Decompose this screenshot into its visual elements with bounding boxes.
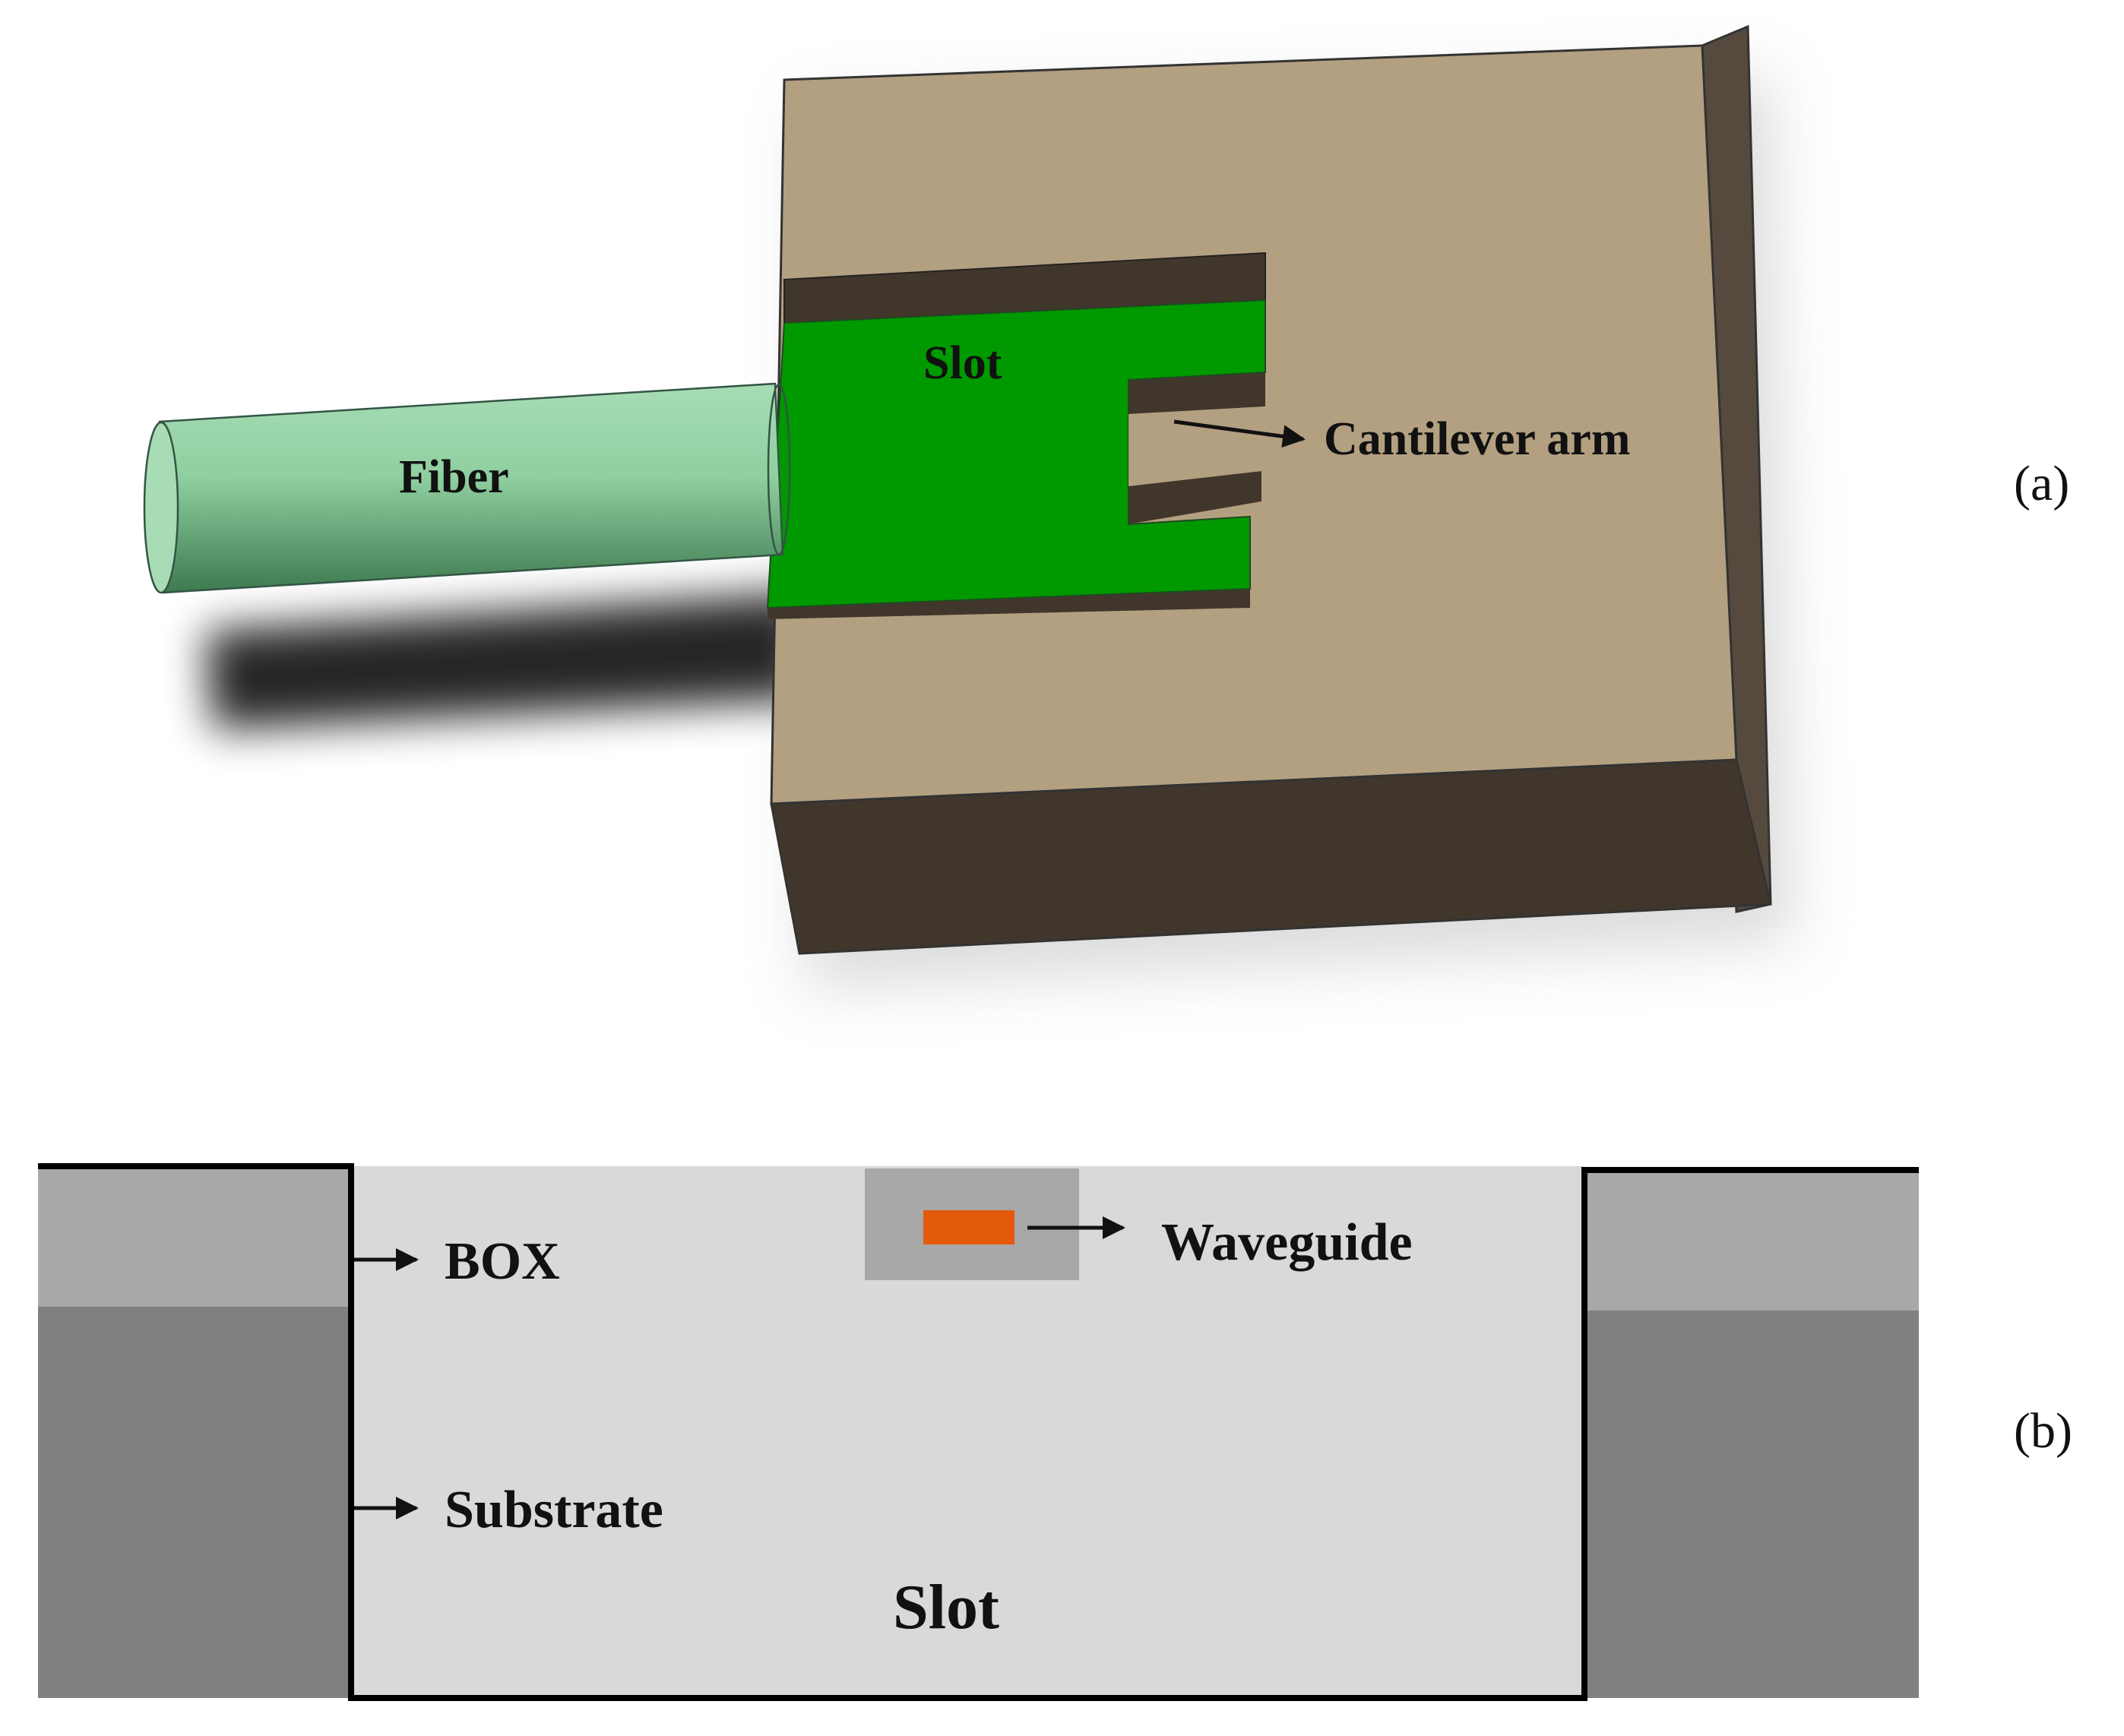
fiber-entry-edge <box>767 383 791 556</box>
cantilever-arm <box>1128 406 1265 486</box>
slot-label-a: Slot <box>923 337 1002 389</box>
right-substrate <box>1584 1311 1919 1698</box>
right-box-layer <box>1584 1170 1919 1311</box>
chip-front-side <box>770 758 1772 955</box>
slot-label-b: Slot <box>893 1572 999 1643</box>
panel-b-label: (b) <box>2014 1403 2072 1459</box>
fiber-shadow <box>205 593 806 729</box>
panel-a-label: (a) <box>2014 456 2069 511</box>
cantilever-arrow <box>1173 419 1306 448</box>
left-substrate <box>38 1307 350 1698</box>
waveguide-core <box>923 1210 1015 1244</box>
cantilever-label: Cantilever arm <box>1324 413 1630 465</box>
panel-a-3d-view: Fiber Slot Cantilever arm (a) <box>143 24 2069 988</box>
fiber-label: Fiber <box>399 451 509 503</box>
panel-b-cross-section: BOX Waveguide Substrate Slot (b) <box>38 1163 2072 1701</box>
slot-outline <box>38 1163 1919 1701</box>
slot-lower-edge <box>768 589 1250 619</box>
box-label: BOX <box>445 1232 560 1291</box>
cantilever-lower-wall <box>1128 471 1261 524</box>
left-box-layer <box>38 1166 350 1307</box>
substrate-label: Substrate <box>445 1481 663 1539</box>
cantilever-upper-wall <box>1128 372 1265 414</box>
fiber-end-face <box>143 421 179 594</box>
waveguide-label: Waveguide <box>1161 1213 1413 1272</box>
slot-floor <box>766 299 1266 609</box>
